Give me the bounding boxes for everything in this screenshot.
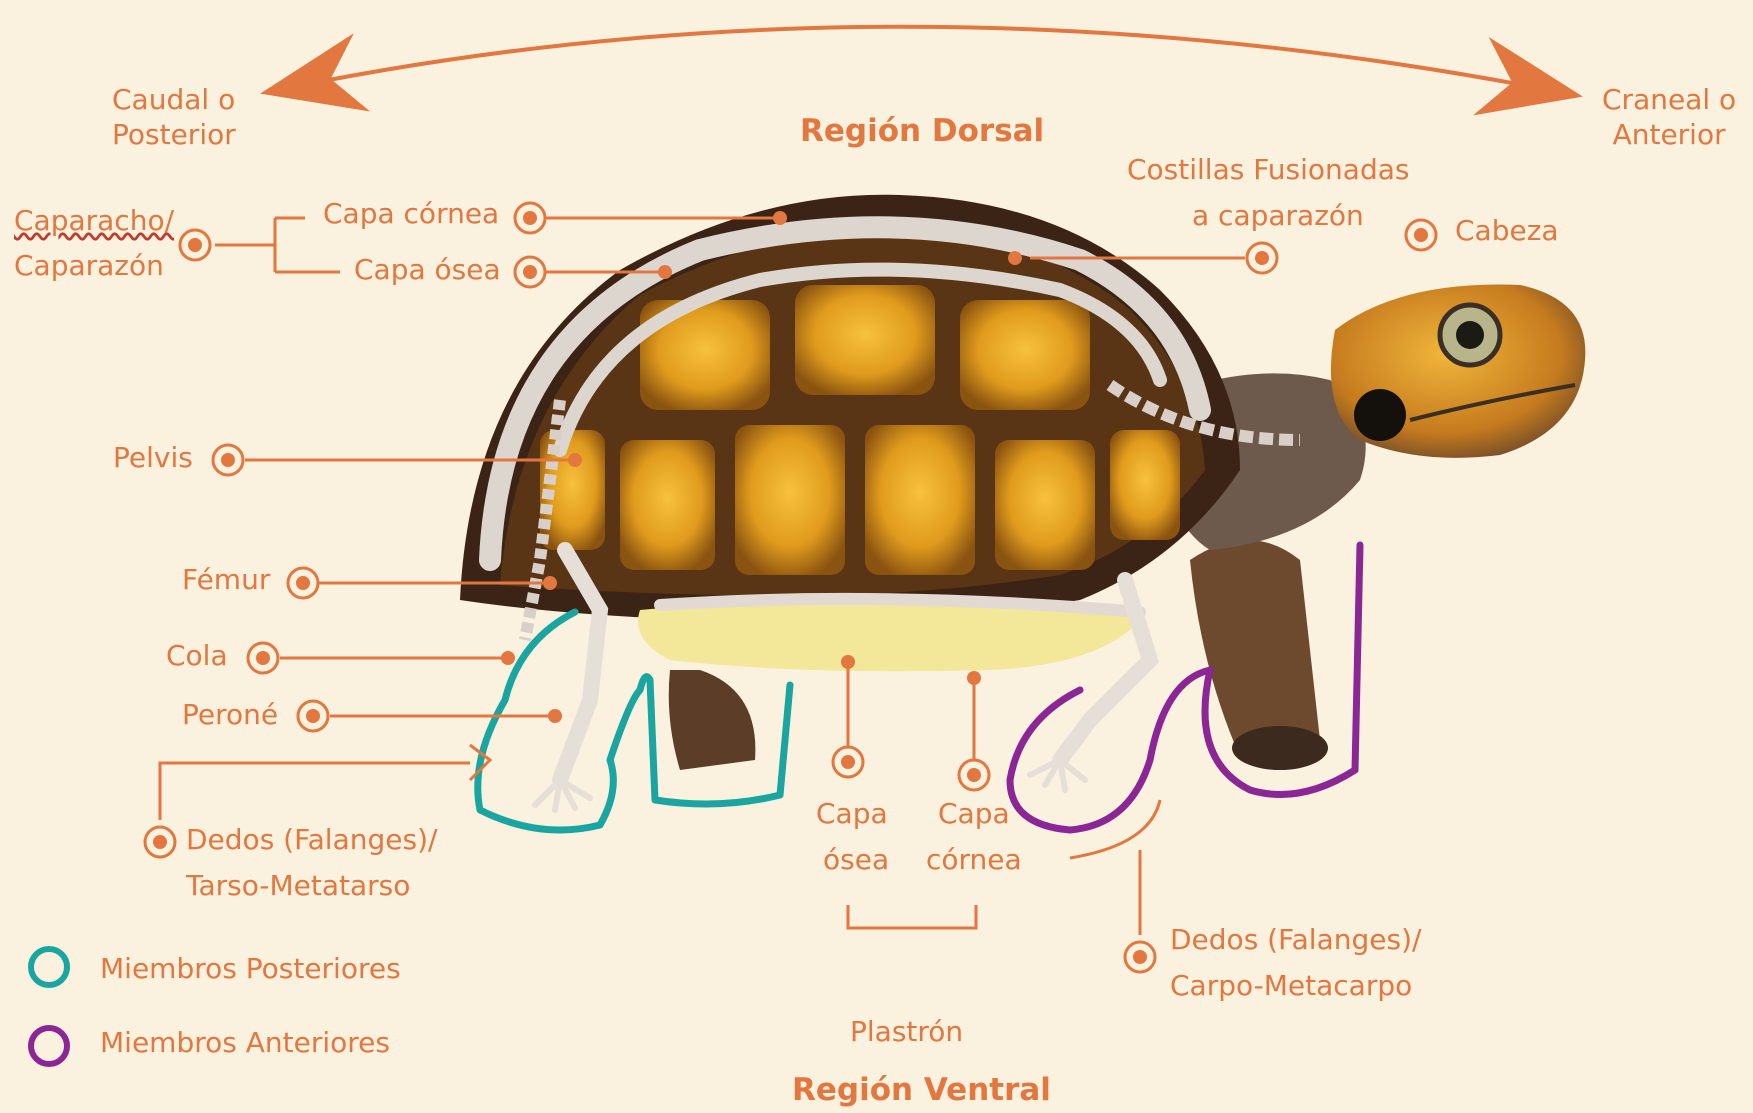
cranial-label: Craneal o Anterior xyxy=(1602,82,1736,152)
region-ventral-label: Región Ventral xyxy=(792,1071,1051,1110)
pelvis-label: Pelvis xyxy=(113,440,193,475)
capa-cornea-bottom-line1: Capa xyxy=(938,796,1010,831)
legend-teal-circle-icon xyxy=(28,946,70,988)
caparacho-label: Caparacho/ xyxy=(14,203,174,238)
costillas-label-line1: Costillas Fusionadas xyxy=(1127,152,1409,187)
capa-cornea-bottom-line2: córnea xyxy=(926,842,1022,877)
capa-cornea-top-label: Capa córnea xyxy=(323,196,499,231)
caparazon-label: Caparazón xyxy=(14,248,164,283)
legend-posterior-label: Miembros Posteriores xyxy=(100,952,401,985)
dedos-ant-line1: Dedos (Falanges)/ xyxy=(1170,922,1421,957)
orientation-arrow xyxy=(268,27,1575,95)
region-dorsal-label: Región Dorsal xyxy=(800,112,1044,151)
dedos-ant-line2: Carpo-Metacarpo xyxy=(1170,968,1412,1003)
capa-osea-bottom-line2: ósea xyxy=(823,842,889,877)
hind-leg-back xyxy=(669,670,756,770)
fore-leg-back xyxy=(1190,540,1320,756)
dedos-post-line1: Dedos (Falanges)/ xyxy=(186,822,437,857)
legend-anterior-label: Miembros Anteriores xyxy=(100,1026,390,1059)
costillas-label-line2: a caparazón xyxy=(1192,198,1364,233)
perone-label: Peroné xyxy=(182,697,278,732)
capa-osea-bottom-line1: Capa xyxy=(816,796,888,831)
caudal-label: Caudal o Posterior xyxy=(112,82,236,152)
cabeza-label: Cabeza xyxy=(1455,213,1559,248)
cola-label: Cola xyxy=(166,638,228,673)
dedos-post-line2: Tarso-Metatarso xyxy=(186,868,410,903)
capa-osea-top-label: Capa ósea xyxy=(354,252,501,287)
legend-purple-circle-icon xyxy=(28,1025,70,1067)
femur-label: Fémur xyxy=(182,562,270,597)
plastron-label: Plastrón xyxy=(850,1014,963,1049)
